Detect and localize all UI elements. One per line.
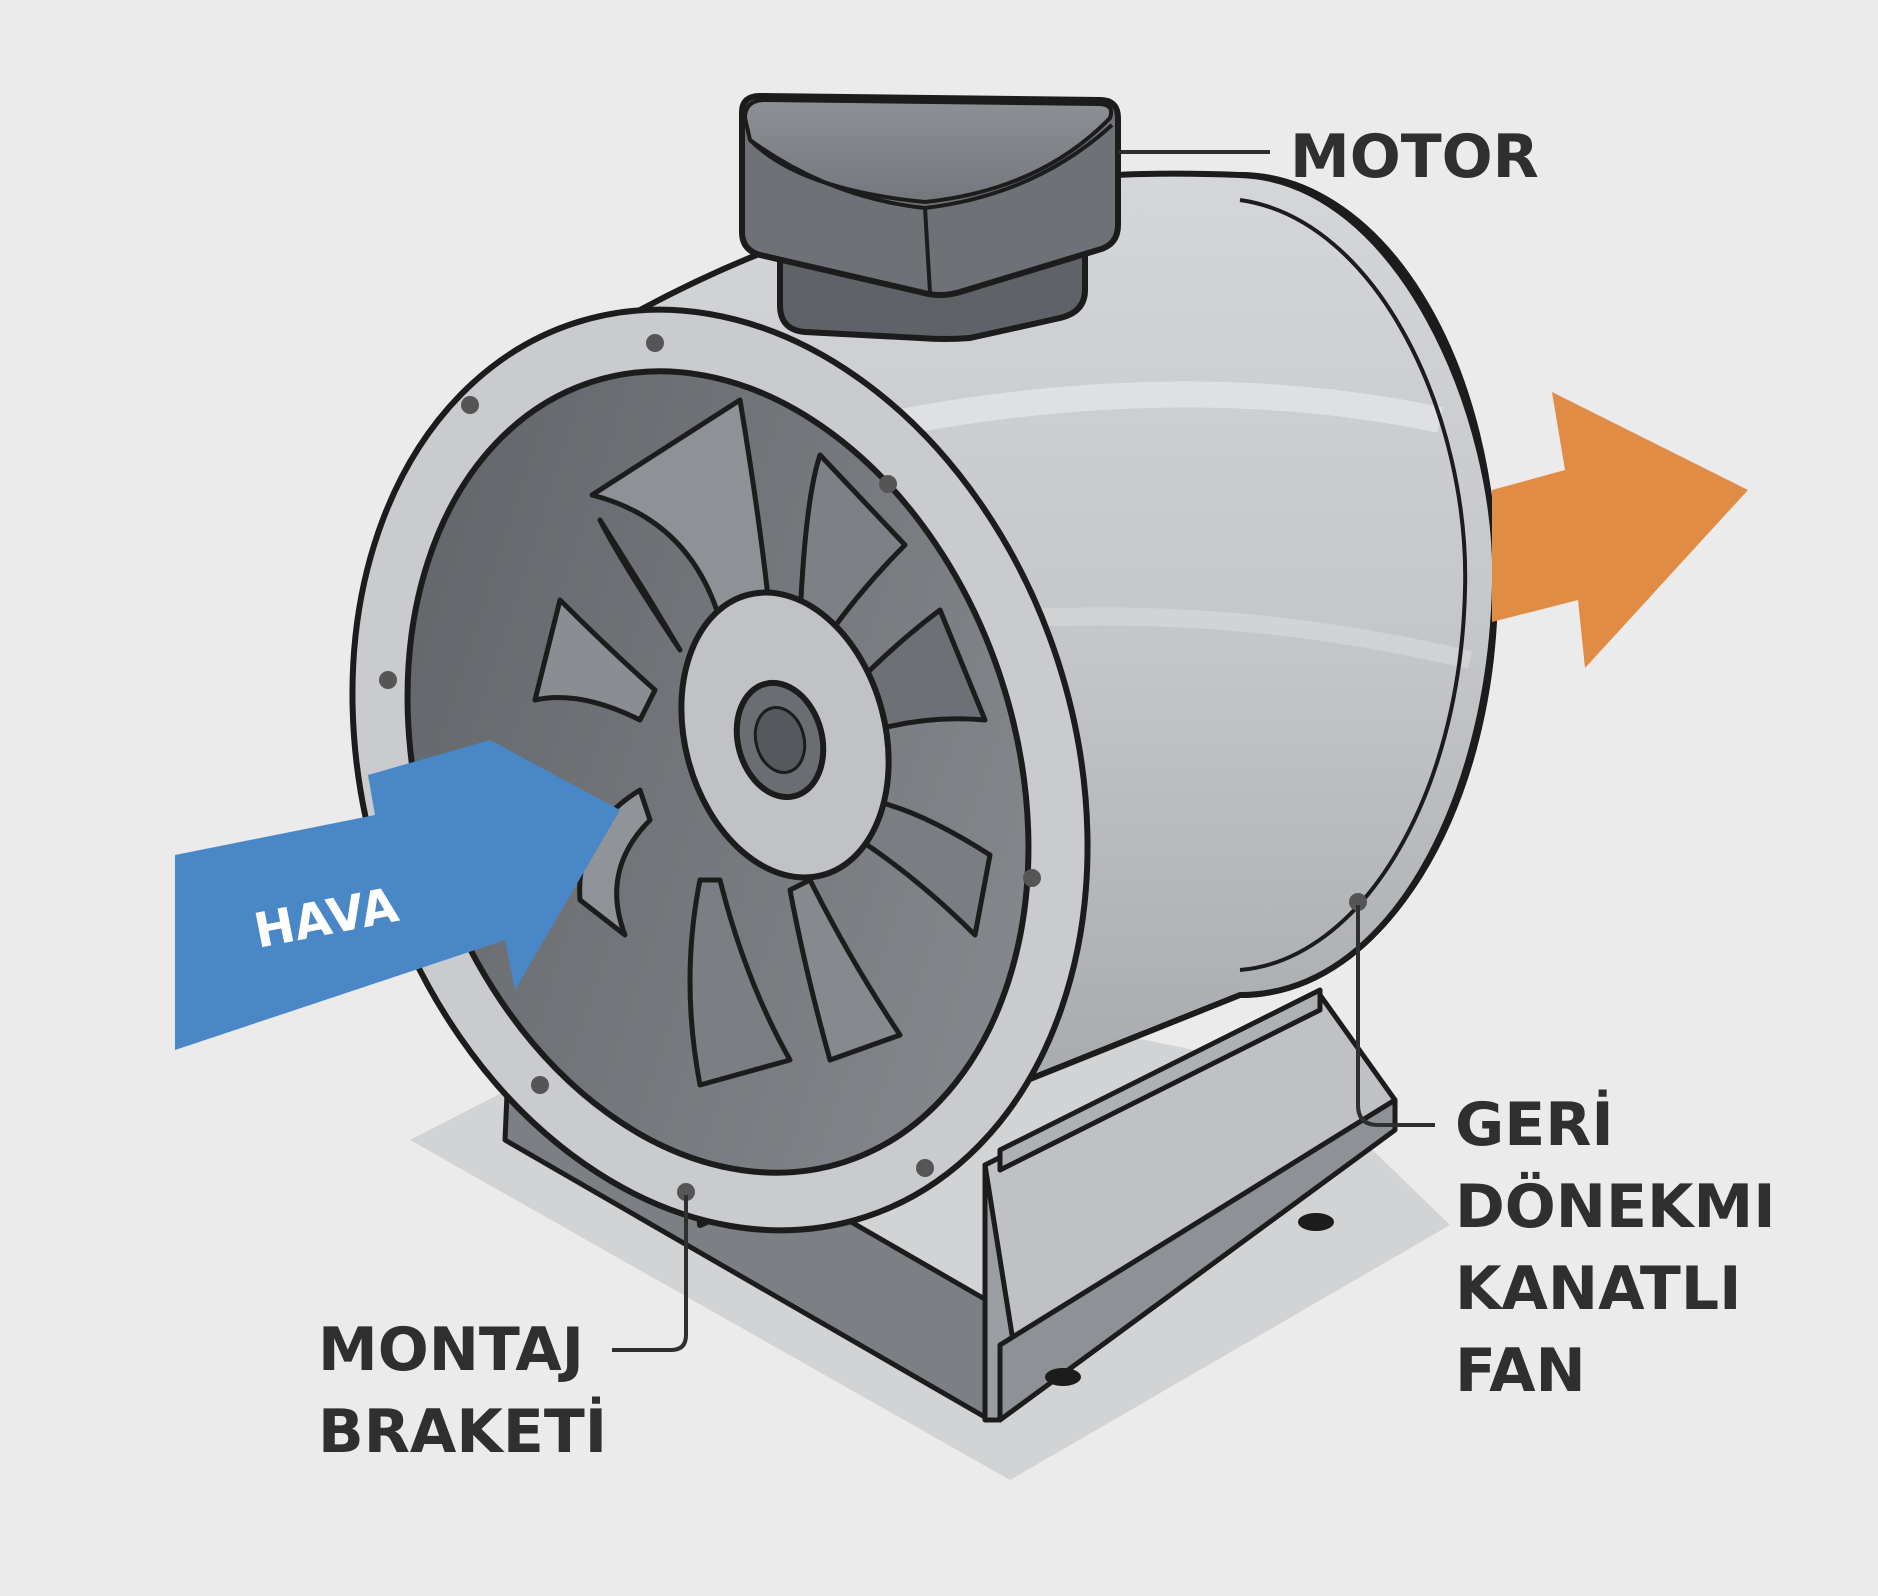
rivet <box>379 671 397 689</box>
bolt-hole <box>1045 1368 1081 1386</box>
fan-blade <box>589 397 773 623</box>
fan-blade <box>797 452 908 643</box>
fan-blade <box>532 597 658 723</box>
fan-label-line-2: DÖNEKMI <box>1455 1171 1776 1242</box>
motor-label: MOTOR <box>1290 122 1539 192</box>
fan-label-line-3: KANATLI <box>1455 1254 1741 1324</box>
fan-blade <box>857 797 993 938</box>
fan-hub <box>678 589 892 881</box>
rivet <box>1349 893 1367 911</box>
bolt-hole <box>1298 1213 1334 1231</box>
rivet <box>461 396 479 414</box>
fan-label-line-4: FAN <box>1455 1336 1586 1406</box>
air-outlet-arrow <box>1492 392 1748 668</box>
rivet <box>531 1076 549 1094</box>
fan-blade <box>597 517 683 653</box>
air-inlet-arrow: HAVA <box>175 740 620 1050</box>
rivet <box>646 334 664 352</box>
fan-label-line-1: GERİ <box>1455 1088 1614 1160</box>
rivet <box>1023 869 1041 887</box>
rivet <box>916 1159 934 1177</box>
fan-blade <box>687 877 793 1088</box>
rivet <box>879 475 897 493</box>
impeller <box>532 397 993 1088</box>
fan-blade <box>857 607 988 733</box>
bracket-leader <box>612 1195 688 1352</box>
fan-leader <box>1356 905 1435 1127</box>
bracket-label-line-2: BRAKETİ <box>318 1395 607 1467</box>
bracket-label-line-1: MONTAJ <box>318 1315 584 1385</box>
fan-blade <box>787 877 903 1063</box>
rivet <box>677 1183 695 1201</box>
leader-lines <box>612 150 1435 1352</box>
motor <box>739 93 1121 342</box>
